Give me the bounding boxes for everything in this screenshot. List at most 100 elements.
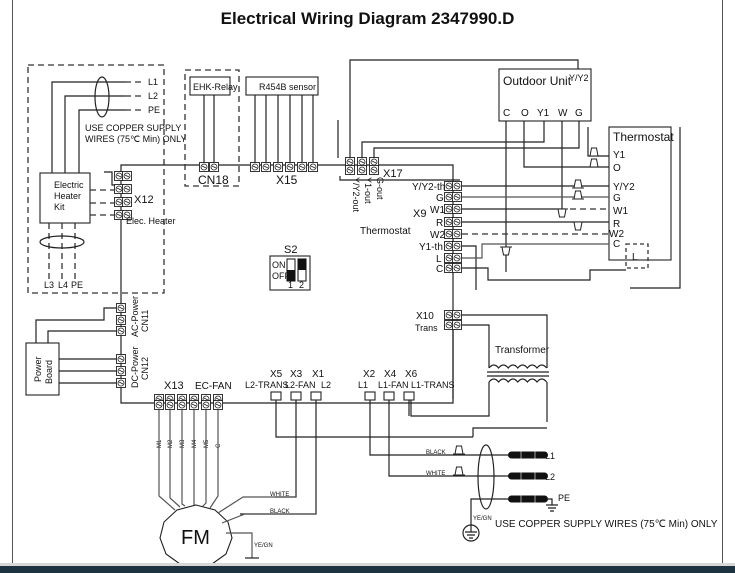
x1-id: X1	[312, 369, 325, 380]
x13-pin-m3: M3	[180, 439, 186, 448]
ehk-relay-label: EHK-Relay	[193, 82, 238, 92]
x9-pin-l: L	[436, 254, 442, 265]
tstat-c: C	[613, 239, 620, 250]
x9-board-label: Thermostat	[360, 226, 411, 237]
x9-pin-yy2-th: Y/Y2-th	[412, 182, 445, 193]
x13-sub-label: EC-FAN	[195, 381, 232, 392]
supply-top-pe: PE	[148, 105, 160, 115]
outdoor-terminal-y1: Y1	[537, 108, 550, 119]
x17-pin-y-y2-out: Y/Y2-out	[351, 177, 361, 213]
connector-x10: X10 Trans	[415, 310, 462, 333]
x10-label: X10	[416, 311, 434, 322]
window-bottom-border	[0, 563, 735, 566]
x9-pin-r: R	[436, 218, 443, 229]
tstat-y1: Y1	[613, 150, 626, 161]
plug-l1-icon	[507, 451, 549, 459]
ground-icon	[546, 498, 558, 512]
x13-pin-m1: M1	[157, 439, 163, 448]
ehk-relay-area: EHK-Relay CN18	[184, 69, 240, 187]
connector-x9: Y/Y2-th G W1 R W2 Y1-th L C X9 Thermosta…	[360, 181, 462, 275]
x17-pin-y1-out: Y1-out	[363, 177, 373, 204]
r454b-sensor-area: R454B sensor X15	[245, 76, 319, 187]
diagram-frame	[12, 0, 723, 563]
supply-wire-white: WHITE	[426, 471, 445, 477]
s2-label: S2	[284, 244, 297, 256]
electric-heater-kit	[39, 172, 91, 224]
x5-id: X5	[270, 369, 283, 380]
plug-l2-icon	[507, 472, 549, 480]
x9-pin-g: G	[436, 193, 444, 204]
x9-pin-c: C	[436, 264, 443, 275]
x12-label: X12	[134, 194, 154, 206]
supply-ground-label: YE/GN	[473, 516, 492, 522]
heater-l4: L4	[58, 280, 68, 290]
motor-ground-label: YE/GN	[254, 543, 273, 549]
outdoor-unit: Outdoor Unit Y/Y2 C O Y1 W G	[498, 68, 592, 122]
connector-x17: X17 Y/Y2-out Y1-out G-out	[345, 157, 403, 213]
supply-l1: L1	[545, 451, 555, 461]
heater-supply-area: L1 L2 PE USE COPPER SUPPLY WIRES (75℃ Mi…	[27, 64, 186, 294]
x17-pin-g-out: G-out	[375, 177, 385, 200]
tstat-w1: W1	[613, 206, 628, 217]
tstat-r: R	[613, 219, 620, 230]
supply-top-note-1: USE COPPER SUPPLY	[85, 123, 181, 133]
spade-terminals: X5 L2-TRANS X3 L2-FAN X1 L2 X2 L1 X4 L1-…	[245, 369, 455, 401]
x3-id: X3	[290, 369, 303, 380]
supply-l2: L2	[545, 472, 555, 482]
power-board-label-1: Power	[33, 356, 43, 382]
tstat-yy2: Y/Y2	[613, 182, 635, 193]
cn11-label: CN11	[140, 310, 150, 332]
supply-top-note-2: WIRES (75℃ Min) ONLY	[85, 134, 186, 144]
tstat-g: G	[613, 193, 621, 204]
x2-label: L1	[358, 380, 368, 390]
r454b-sensor-box	[245, 76, 319, 96]
cn12-label: CN12	[140, 357, 150, 380]
x6-label: L1-TRANS	[411, 380, 455, 390]
x13-pin-m5: M5	[204, 439, 210, 448]
motor-label: FM	[181, 527, 210, 549]
outdoor-terminal-c: C	[503, 108, 510, 119]
ac-power-label: AC-Power	[130, 296, 140, 337]
connector-x13: X13 EC-FAN M1 M2 M3 M4 M5 C	[154, 380, 232, 448]
cn18-label: CN18	[198, 173, 229, 187]
power-board-label-2: Board	[44, 360, 54, 384]
x10-sub-label: Trans	[415, 323, 438, 333]
outdoor-terminal-w: W	[558, 108, 568, 119]
thermostat-unit-label: Thermostat	[613, 130, 674, 144]
x4-id: X4	[384, 369, 397, 380]
heater-l3: L3	[44, 280, 54, 290]
transformer: Transformer	[410, 314, 550, 422]
x5-label: L2-TRANS	[245, 380, 289, 390]
taskbar	[0, 566, 735, 573]
tstat-inner-l: L	[632, 252, 638, 263]
tstat-o: O	[613, 163, 621, 174]
r454b-sensor-label: R454B sensor	[259, 82, 316, 92]
x13-pin-c: C	[216, 443, 222, 448]
dc-power-label: DC-Power	[130, 346, 140, 388]
x9-pin-y1-th: Y1-th	[419, 242, 443, 253]
dip-switch-s2[interactable]: S2 ON OFF 1 2	[269, 244, 311, 291]
main-supply: BLACK WHITE L1 L2 PE YE/GN USE COPPER SU…	[426, 444, 718, 542]
x13-label: X13	[164, 380, 184, 392]
x9-pin-w2: W2	[430, 230, 445, 241]
s2-switch-1-label: 1	[288, 280, 293, 290]
x4-label: L1-FAN	[378, 380, 409, 390]
s2-off-label: OFF	[272, 271, 290, 281]
heater-label-2: Heater	[54, 191, 81, 201]
x3-label: L2-FAN	[285, 380, 316, 390]
outdoor-unit-yy2: Y/Y2	[569, 73, 589, 83]
thermostat-unit: Thermostat Y1 O Y/Y2 G W1 R W2 C L	[608, 126, 674, 269]
heater-dashed-box	[27, 64, 165, 294]
supply-wire-black: BLACK	[426, 450, 446, 456]
outdoor-unit-label: Outdoor Unit	[503, 74, 572, 88]
x9-label: X9	[413, 208, 426, 220]
tstat-w2: W2	[609, 229, 624, 240]
x17-label: X17	[383, 168, 403, 180]
motor-wire-black: BLACK	[270, 509, 290, 515]
transformer-label: Transformer	[495, 345, 550, 356]
page-title: Electrical Wiring Diagram 2347990.D	[220, 9, 515, 28]
heater-label-1: Electric	[54, 180, 84, 190]
power-board: Power Board AC-Power CN11 DC-Power CN12	[25, 296, 150, 396]
s2-switch-2-label: 2	[299, 280, 304, 290]
